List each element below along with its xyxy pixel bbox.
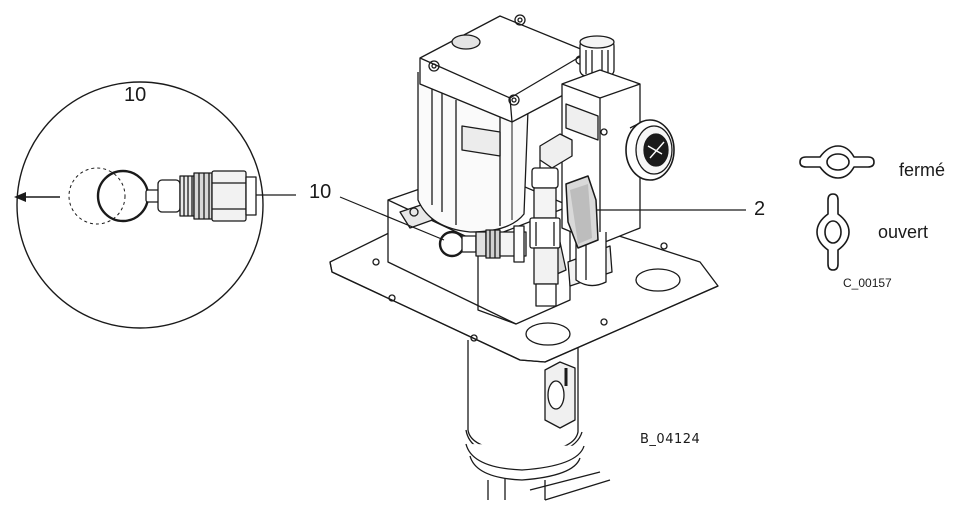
detail-view-10 (14, 81, 296, 329)
handle-open-symbol (816, 193, 850, 271)
pressure-gauge (625, 119, 675, 181)
air-fittings (529, 133, 573, 307)
closed-label: fermé (899, 160, 946, 180)
legend-code: C_00157 (843, 276, 892, 290)
leader-10 (339, 196, 445, 241)
direction-arrow (14, 192, 60, 202)
pump-assembly (329, 14, 719, 501)
motor-top-cap (419, 14, 589, 123)
detail-callout-label: 10 (124, 84, 147, 106)
open-label: ouvert (878, 222, 929, 242)
handle-closed-symbol (799, 145, 875, 179)
relief-valve-connector (157, 170, 257, 222)
ball-valve-handle (565, 175, 599, 249)
valve-callout-label: 10 (309, 181, 332, 203)
lower-pump-body (465, 340, 611, 501)
leader-lines (339, 196, 746, 241)
regulator-callout-label: 2 (754, 198, 766, 220)
dashed-ring-position (68, 167, 126, 225)
figure-code: B_04124 (640, 432, 701, 447)
relief-valve (438, 225, 527, 263)
